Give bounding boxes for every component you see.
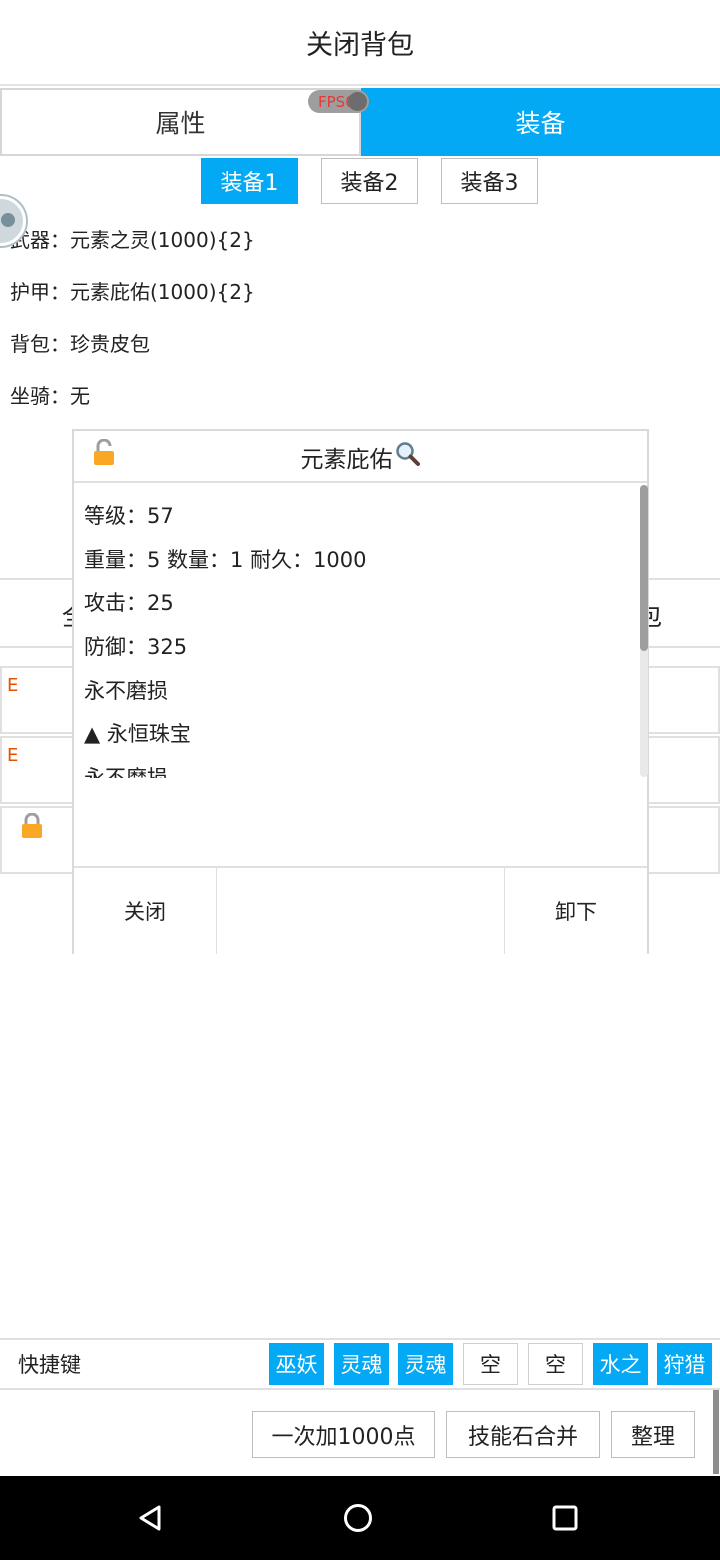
hotkey-slot-5[interactable]: 空 bbox=[528, 1343, 583, 1385]
hotkey-slot-7[interactable]: 狩猎 bbox=[657, 1343, 712, 1385]
dialog-unequip-button[interactable]: 卸下 bbox=[505, 868, 647, 954]
hotkey-slot-label: 水之 bbox=[599, 1353, 642, 1377]
sort-button[interactable]: 整理 bbox=[611, 1411, 695, 1458]
fps-dot bbox=[348, 92, 367, 111]
tab-equip-3-label: 装备3 bbox=[460, 171, 519, 196]
fps-label: FPS0 bbox=[318, 92, 355, 111]
add-1000-points-button[interactable]: 一次加1000点 bbox=[252, 1411, 435, 1458]
tab-attributes[interactable]: 属性 bbox=[0, 88, 361, 156]
equip-row-value: 珍贵皮包 bbox=[70, 332, 150, 356]
page-title: 关闭背包 bbox=[306, 29, 414, 61]
hotkey-slot-6[interactable]: 水之 bbox=[593, 1343, 648, 1385]
add-1000-points-label: 一次加1000点 bbox=[271, 1424, 416, 1450]
attr-attack: 攻击：25 bbox=[84, 591, 174, 615]
tab-equipment-label: 装备 bbox=[515, 109, 566, 138]
unlock-icon[interactable] bbox=[92, 438, 116, 474]
tab-equip-2-label: 装备2 bbox=[340, 171, 399, 196]
item-name: 元素庇佑 bbox=[300, 447, 393, 473]
dialog-button-row: 关闭 卸下 bbox=[74, 866, 647, 954]
hotkey-slot-label: 狩猎 bbox=[663, 1353, 706, 1377]
hotkey-slot-label: 空 bbox=[545, 1353, 566, 1377]
tab-equip-1[interactable]: 装备1 bbox=[201, 158, 298, 204]
equip-row-label: 护甲： bbox=[10, 280, 70, 304]
home-icon[interactable] bbox=[318, 1476, 398, 1560]
attr-unbreakable: 永不磨损 bbox=[84, 679, 168, 703]
attr-eternal-gem: ▲ 永恒珠宝 bbox=[84, 722, 191, 746]
hotkey-slot-label: 空 bbox=[480, 1353, 501, 1377]
merge-skill-stones-button[interactable]: 技能石合并 bbox=[446, 1411, 600, 1458]
equip-row-label: 背包： bbox=[10, 332, 70, 356]
tab-equip-2[interactable]: 装备2 bbox=[321, 158, 418, 204]
equip-row-weapon[interactable]: 武器：元素之灵(1000){2} bbox=[10, 224, 255, 253]
dialog-close-button[interactable]: 关闭 bbox=[74, 868, 217, 954]
item-detail-dialog: 元素庇佑 等级：57 重量：5 数量：1 耐久：1000 攻击：25 防御：32… bbox=[72, 429, 649, 954]
slot-tag: E bbox=[7, 675, 19, 696]
dialog-header bbox=[74, 431, 647, 483]
lock-icon bbox=[20, 812, 44, 843]
hotkey-slot-label: 巫妖 bbox=[275, 1353, 318, 1377]
search-icon[interactable] bbox=[395, 441, 421, 473]
equip-row-label: 坐骑： bbox=[10, 384, 70, 408]
tab-equip-3[interactable]: 装备3 bbox=[441, 158, 538, 204]
hotkey-slot-1[interactable]: 巫妖 bbox=[269, 1343, 324, 1385]
system-nav-bar bbox=[0, 1476, 720, 1560]
hotkey-slot-4[interactable]: 空 bbox=[463, 1343, 518, 1385]
hotkey-slot-label: 灵魂 bbox=[340, 1353, 383, 1377]
page-scrollbar[interactable] bbox=[713, 1390, 719, 1474]
dialog-title: 元素庇佑 bbox=[74, 431, 647, 483]
tab-attributes-label: 属性 bbox=[155, 109, 206, 138]
fps-badge: FPS0 bbox=[308, 90, 369, 113]
equip-row-armor[interactable]: 护甲：元素庇佑(1000){2} bbox=[10, 276, 255, 305]
attr-defense: 防御：325 bbox=[84, 635, 188, 659]
hotkey-slot-label: 灵魂 bbox=[404, 1353, 447, 1377]
attr-unbreakable-2: 永不磨损 bbox=[84, 766, 168, 778]
hotkey-bar bbox=[0, 1338, 720, 1390]
tab-equip-1-label: 装备1 bbox=[220, 171, 279, 196]
dialog-unequip-label: 卸下 bbox=[555, 900, 597, 924]
dialog-scroll-thumb[interactable] bbox=[640, 485, 648, 651]
close-bag-button[interactable]: 关闭背包 bbox=[0, 0, 720, 86]
slot-tag: E bbox=[7, 745, 19, 766]
tab-equipment[interactable]: 装备 bbox=[361, 88, 720, 156]
dialog-close-label: 关闭 bbox=[124, 900, 166, 924]
item-attributes-list[interactable]: 等级：57 重量：5 数量：1 耐久：1000 攻击：25 防御：325 永不磨… bbox=[74, 483, 640, 778]
equip-row-value: 元素庇佑(1000){2} bbox=[70, 280, 255, 304]
equip-row-value: 无 bbox=[70, 384, 90, 408]
attr-level: 等级：57 bbox=[84, 504, 174, 528]
hotkey-slot-3[interactable]: 灵魂 bbox=[398, 1343, 453, 1385]
sort-label: 整理 bbox=[630, 1424, 675, 1450]
merge-skill-stones-label: 技能石合并 bbox=[467, 1424, 578, 1450]
equip-row-value: 元素之灵(1000){2} bbox=[70, 228, 255, 252]
back-icon[interactable] bbox=[110, 1476, 190, 1560]
equip-row-bag[interactable]: 背包：珍贵皮包 bbox=[10, 328, 150, 357]
hotkey-slot-2[interactable]: 灵魂 bbox=[334, 1343, 389, 1385]
equip-row-mount[interactable]: 坐骑：无 bbox=[10, 380, 90, 409]
attr-weight-count-durability: 重量：5 数量：1 耐久：1000 bbox=[84, 548, 367, 572]
hotkey-label: 快捷键 bbox=[18, 1353, 81, 1377]
dialog-middle-button[interactable] bbox=[217, 868, 505, 954]
recents-icon[interactable] bbox=[525, 1476, 605, 1560]
